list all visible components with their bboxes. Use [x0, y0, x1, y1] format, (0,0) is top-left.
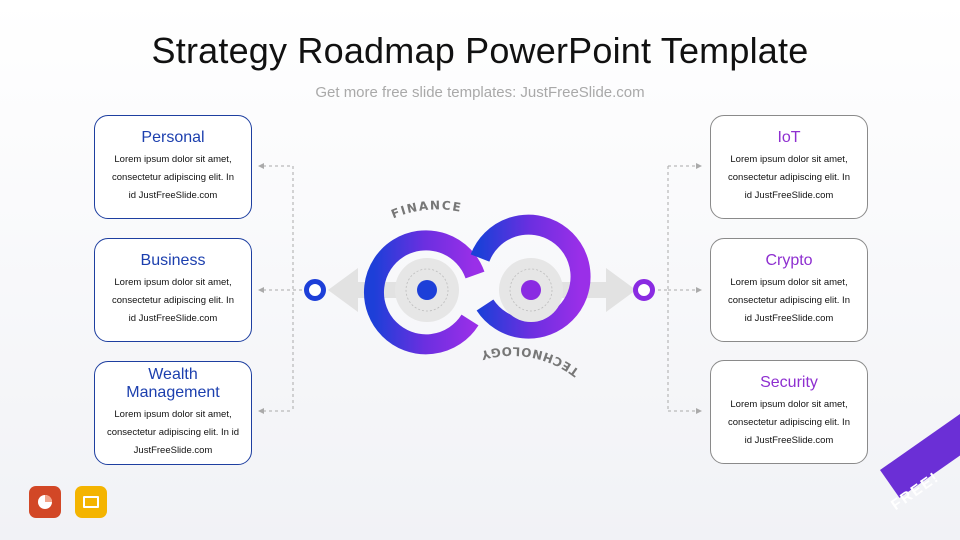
card-title: Security [760, 374, 818, 391]
card-title: Wealth Management [126, 366, 220, 401]
card-body: Lorem ipsum dolor sit amet,consectetur a… [106, 409, 240, 456]
infinity-loop [364, 214, 591, 355]
right-node [499, 258, 563, 322]
card-crypto: Crypto Lorem ipsum dolor sit amet,consec… [710, 238, 868, 342]
card-security: Security Lorem ipsum dolor sit amet,cons… [710, 360, 868, 464]
right-connectors [652, 165, 696, 412]
page-title: Strategy Roadmap PowerPoint Template [151, 30, 809, 71]
left-arrowheads [258, 163, 264, 414]
card-personal: Personal Lorem ipsum dolor sit amet,cons… [94, 115, 252, 219]
right-end-ring [633, 279, 655, 301]
card-iot: IoT Lorem ipsum dolor sit amet,consectet… [710, 115, 868, 219]
card-title: Personal [141, 129, 205, 146]
card-body: Lorem ipsum dolor sit amet,consectetur a… [112, 277, 234, 324]
technology-label: TECHNOLOGY [478, 344, 581, 379]
left-end-ring [304, 279, 326, 301]
card-body: Lorem ipsum dolor sit amet,consectetur a… [728, 399, 850, 446]
right-arrowheads [696, 163, 702, 414]
card-body: Lorem ipsum dolor sit amet,consectetur a… [112, 154, 234, 201]
card-body: Lorem ipsum dolor sit amet,consectetur a… [728, 277, 850, 324]
card-title: Crypto [765, 252, 813, 269]
card-title: Business [140, 252, 206, 269]
page-subtitle: Get more free slide templates: JustFreeS… [315, 84, 645, 101]
card-wealth-management: Wealth Management Lorem ipsum dolor sit … [94, 361, 252, 465]
left-node [395, 258, 459, 322]
powerpoint-icon[interactable] [29, 486, 61, 518]
google-slides-icon[interactable] [75, 486, 107, 518]
left-connectors [263, 165, 314, 412]
card-title: IoT [777, 129, 801, 146]
finance-label: FINANCE [389, 198, 463, 221]
card-business: Business Lorem ipsum dolor sit amet,cons… [94, 238, 252, 342]
card-body: Lorem ipsum dolor sit amet,consectetur a… [728, 154, 850, 201]
